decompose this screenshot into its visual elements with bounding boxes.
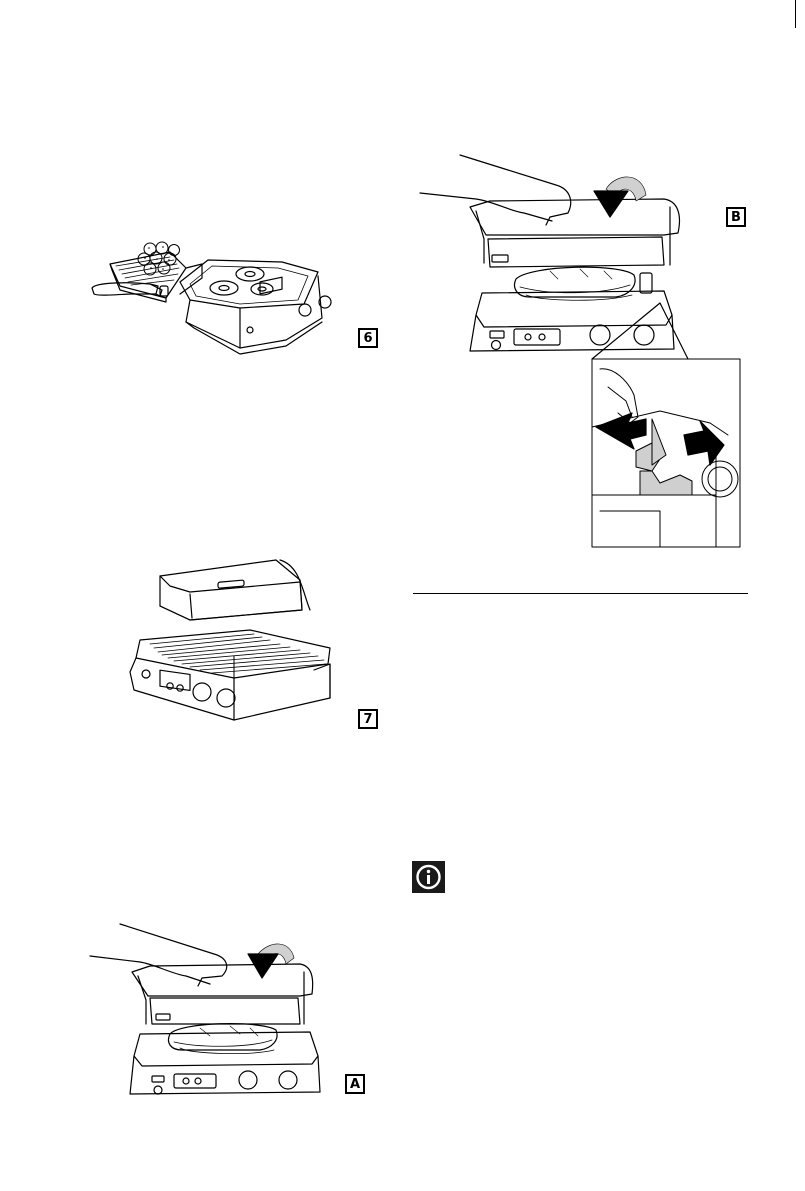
figure-6-illustration	[90, 238, 340, 356]
figure-label-7: 7	[358, 709, 378, 729]
figure-A-illustration	[90, 924, 332, 1104]
crop-mark	[795, 0, 796, 28]
figure-label-B: B	[726, 207, 746, 227]
figure-label-6: 6	[358, 328, 378, 348]
section-divider	[413, 593, 748, 594]
figure-7-illustration	[130, 560, 330, 725]
figure-B-illustration	[420, 155, 745, 550]
figure-label-A: A	[345, 1074, 365, 1094]
info-icon	[412, 861, 445, 893]
